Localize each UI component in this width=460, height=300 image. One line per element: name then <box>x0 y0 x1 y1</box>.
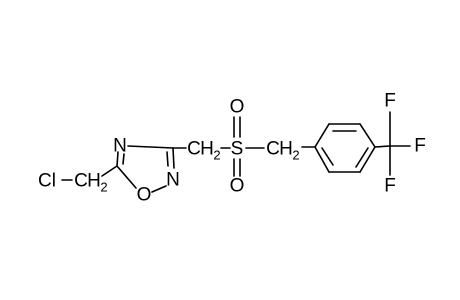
sulfonyl-oxygen-top-label: O <box>230 97 245 118</box>
bond-o1-c5 <box>116 165 137 189</box>
atom-labels: Cl C H 2 N N O C H 2 S O O C H 2 F F F <box>38 91 426 206</box>
bond-ring-4 <box>359 146 376 173</box>
bond-n4-c3 <box>127 145 174 149</box>
ring-nitrogen-2-label: N <box>166 170 180 191</box>
ring-nitrogen-4-label: N <box>113 136 127 157</box>
sulfonyl-oxygen-bottom-label: O <box>230 176 245 197</box>
bonds <box>61 111 411 193</box>
bond-c5-n4 <box>116 151 119 167</box>
fluorine-right-label: F <box>414 136 426 157</box>
bond-c3-n2 <box>172 147 175 169</box>
bond-ring-cf3 <box>374 145 391 148</box>
bond-ring-6 <box>314 146 330 173</box>
bond-ring-inner-left <box>321 147 334 166</box>
ring-oxygen-label: O <box>137 185 152 206</box>
right-linker-carbon-label: C <box>266 139 280 160</box>
sulfur-label: S <box>231 139 244 160</box>
left-linker-hydrogen-label: H <box>200 139 214 160</box>
right-linker-hydrogen-label: H <box>279 139 293 160</box>
left-linker-subscript: 2 <box>213 148 220 163</box>
bond-ch2-c5 <box>101 165 118 177</box>
bond-c3-n2-double <box>166 151 169 167</box>
fluorine-top-label: F <box>384 91 396 112</box>
left-linker-carbon-label: C <box>187 139 201 160</box>
chloromethyl-carbon-label: C <box>74 171 88 192</box>
bond-ring-1 <box>314 123 330 148</box>
bond-c5-n4-double <box>122 153 125 165</box>
fluorine-bottom-label: F <box>384 176 396 197</box>
chlorine-label: Cl <box>38 171 56 192</box>
right-linker-subscript: 2 <box>292 148 299 163</box>
bond-ring-inner-right <box>355 147 369 168</box>
bond-n2-o1 <box>151 185 167 193</box>
chloromethyl-hydrogen-label: H <box>87 171 101 192</box>
chloromethyl-subscript: 2 <box>100 180 107 195</box>
bond-ring-3 <box>359 123 376 148</box>
